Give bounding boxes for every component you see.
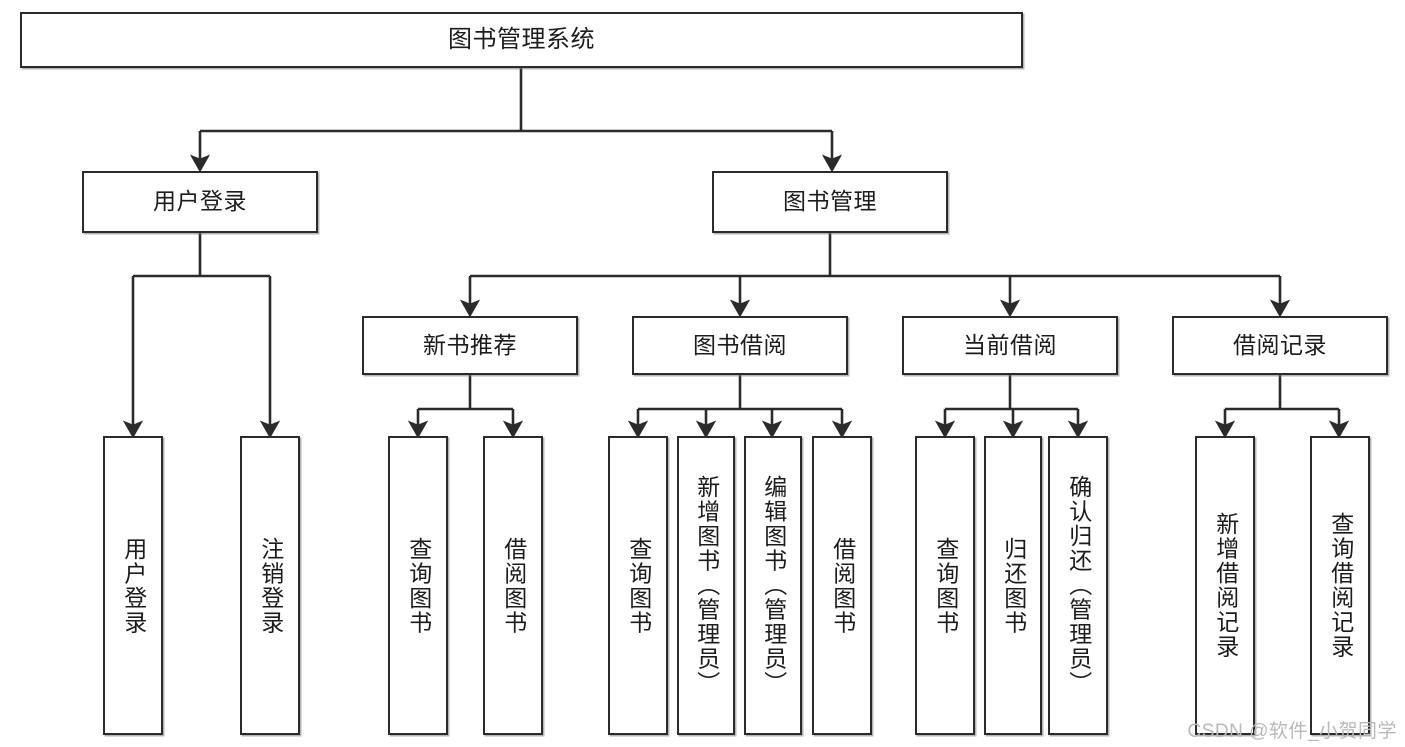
leaf-borrow-record-add-record[interactable]: 新增借阅记录 [1195,436,1255,735]
node-label: 注销登录 [257,536,284,635]
node-label: 查询图书 [625,536,652,635]
leaf-new-book-query-book[interactable]: 查询图书 [388,436,448,735]
node-label: 用户登录 [153,188,247,215]
node-root-book-management-system[interactable]: 图书管理系统 [20,12,1023,68]
node-label: 新书推荐 [423,331,517,358]
node-label: 查询借阅记录 [1327,512,1354,659]
node-label: 当前借阅 [963,331,1057,358]
leaf-current-borrow-confirm-return-admin[interactable]: 确认归还（管理员） [1048,436,1108,735]
node-borrow-record[interactable]: 借阅记录 [1172,316,1388,375]
node-label: 归还图书 [1000,536,1027,635]
node-label: 图书管理系统 [448,25,595,53]
leaf-borrow-record-query-record[interactable]: 查询借阅记录 [1310,436,1370,735]
leaf-book-borrow-edit-book-admin[interactable]: 编辑图书（管理员） [744,436,802,735]
leaf-current-borrow-return-book[interactable]: 归还图书 [984,436,1042,735]
node-label: 确认归还（管理员） [1065,475,1092,696]
node-label: 新增借阅记录 [1212,512,1239,659]
node-label: 编辑图书（管理员） [760,475,787,696]
node-label: 借阅图书 [829,536,856,635]
node-user-login[interactable]: 用户登录 [82,171,318,233]
node-label: 借阅记录 [1233,331,1327,358]
leaf-user-login-logout[interactable]: 注销登录 [240,436,300,735]
watermark-text: CSDN @软件_小贺同学 [1187,721,1397,742]
leaf-new-book-borrow-book[interactable]: 借阅图书 [483,436,543,735]
leaf-book-borrow-query-book[interactable]: 查询图书 [608,436,668,735]
node-label: 新增图书（管理员） [693,475,720,696]
node-label: 查询图书 [405,536,432,635]
node-label: 借阅图书 [500,536,527,635]
leaf-book-borrow-add-book-admin[interactable]: 新增图书（管理员） [677,436,735,735]
node-label: 查询图书 [932,536,959,635]
node-book-management[interactable]: 图书管理 [712,171,948,233]
node-label: 图书借阅 [693,331,787,358]
node-label: 用户登录 [120,536,147,635]
node-current-borrow[interactable]: 当前借阅 [902,316,1118,375]
node-new-book-recommend[interactable]: 新书推荐 [362,316,578,375]
node-book-borrow[interactable]: 图书借阅 [632,316,848,375]
leaf-user-login-login[interactable]: 用户登录 [103,436,163,735]
node-label: 图书管理 [783,188,877,215]
leaf-current-borrow-query-book[interactable]: 查询图书 [915,436,975,735]
leaf-book-borrow-borrow-book[interactable]: 借阅图书 [812,436,872,735]
